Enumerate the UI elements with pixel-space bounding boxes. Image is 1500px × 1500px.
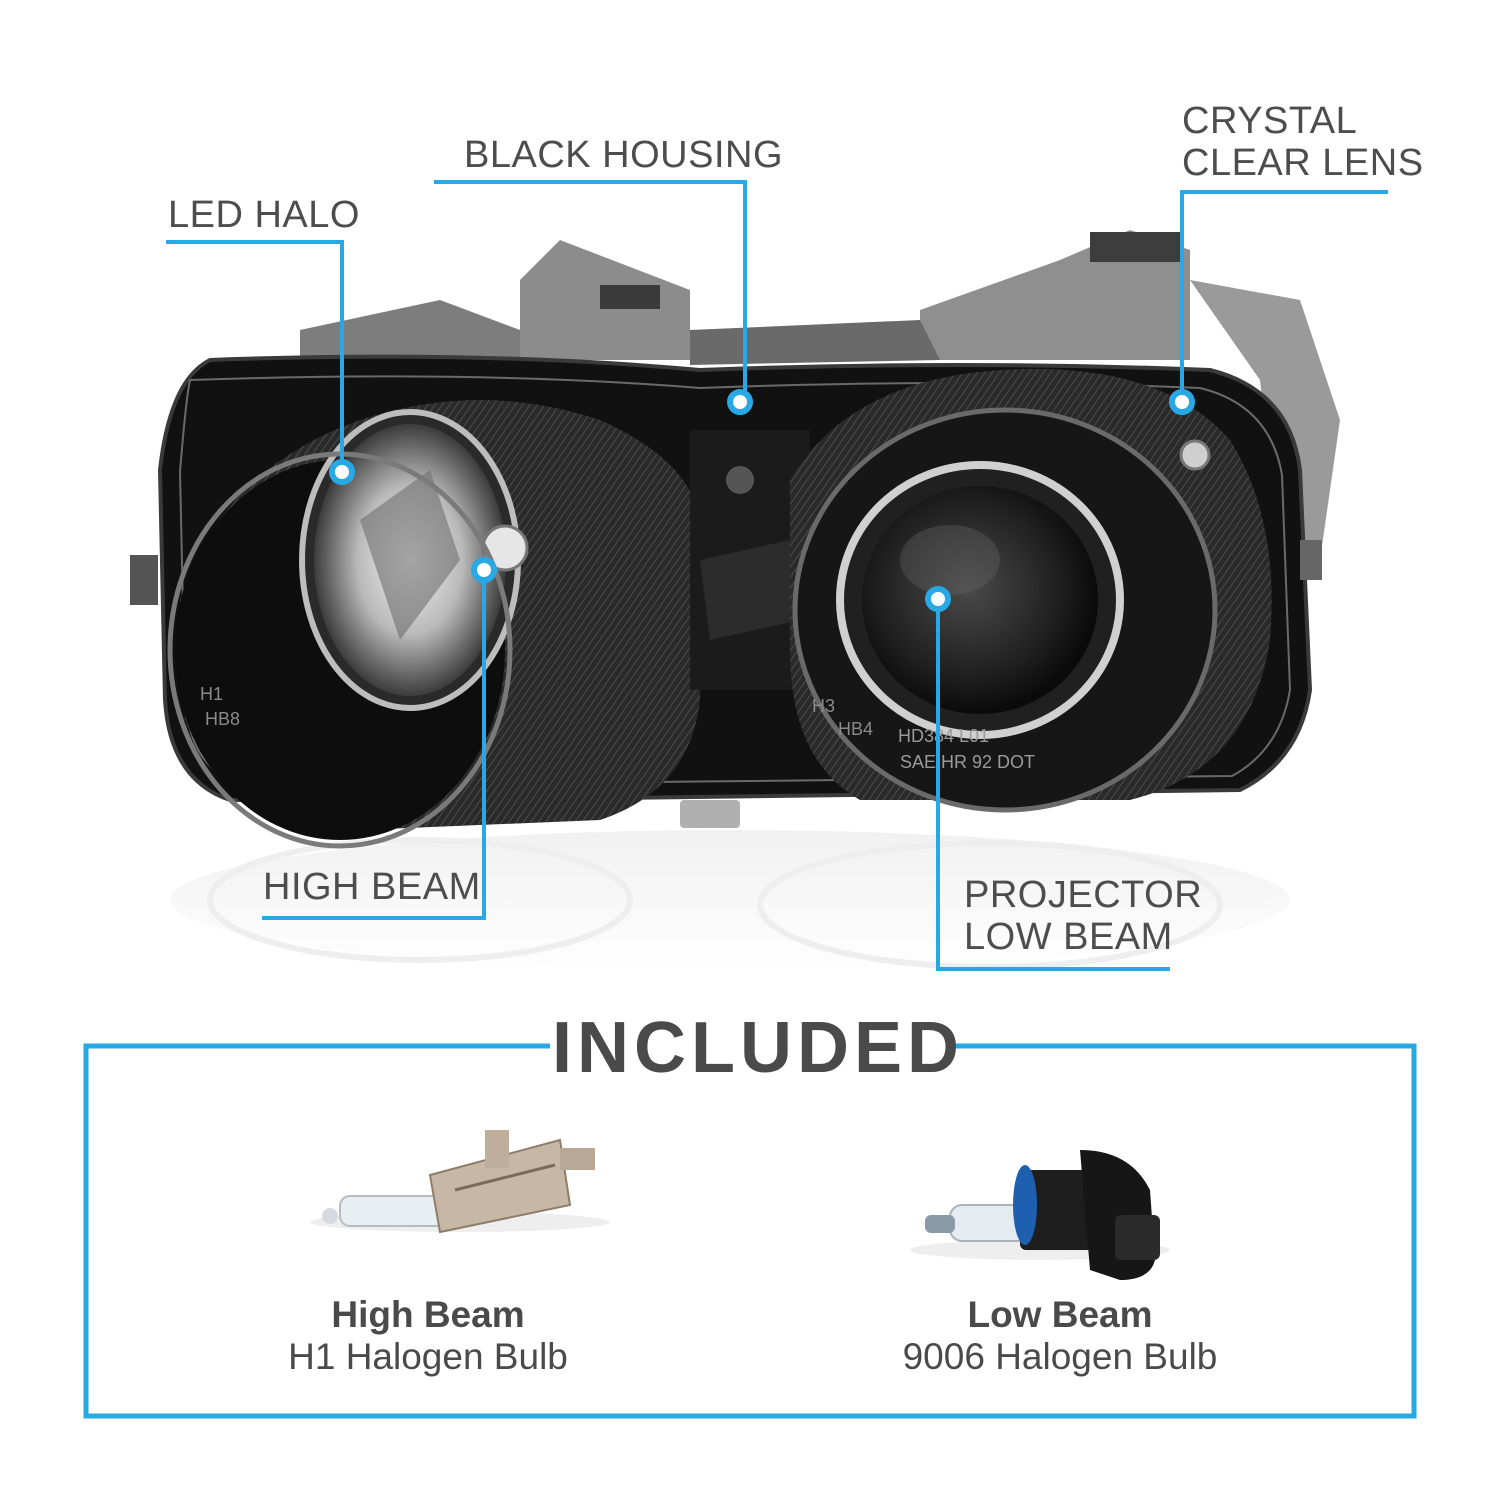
9006-bulb-icon bbox=[910, 1150, 1170, 1280]
led-halo-dot bbox=[329, 459, 355, 485]
high-beam-unit: H1 HB8 bbox=[167, 400, 700, 849]
included-item-title: High Beam bbox=[331, 1294, 525, 1335]
high-beam-dot bbox=[471, 557, 497, 583]
lens-marking-right-1: H3 bbox=[812, 696, 835, 716]
callout-dots bbox=[329, 389, 1195, 612]
crystal-lens-leader bbox=[1180, 190, 1388, 400]
led-halo-leader bbox=[166, 240, 344, 470]
included-item-subtitle: H1 Halogen Bulb bbox=[288, 1336, 568, 1377]
h1-bulb-icon bbox=[310, 1130, 610, 1234]
callout-projector-low-beam: PROJECTOR LOW BEAM bbox=[964, 874, 1202, 958]
crystal-lens-dot bbox=[1169, 389, 1195, 415]
projector-leader bbox=[936, 600, 1170, 971]
lens-marking-left-2: HB8 bbox=[205, 709, 240, 729]
projector-dot bbox=[925, 586, 951, 612]
callout-black-housing: BLACK HOUSING bbox=[464, 134, 784, 176]
lens-code-2: SAE HR 92 DOT bbox=[900, 752, 1035, 772]
lens-marking-left-1: H1 bbox=[200, 684, 223, 704]
included-item-high-beam: High Beam H1 Halogen Bulb bbox=[218, 1294, 638, 1378]
projector-low-beam-line-2: LOW BEAM bbox=[964, 916, 1173, 958]
lens-marking-right-2: HB4 bbox=[838, 719, 873, 739]
crystal-clear-lens-line-2: CLEAR LENS bbox=[1182, 142, 1424, 184]
lens-code-1: HD384 L01 bbox=[898, 726, 989, 746]
included-item-title: Low Beam bbox=[967, 1294, 1153, 1335]
included-item-subtitle: 9006 Halogen Bulb bbox=[902, 1336, 1218, 1377]
callout-lines bbox=[166, 180, 1388, 971]
crystal-clear-lens-line-1: CRYSTAL bbox=[1182, 100, 1358, 142]
black-housing-dot bbox=[727, 389, 753, 415]
high-beam-leader bbox=[262, 571, 486, 920]
callout-crystal-clear-lens: CRYSTAL CLEAR LENS bbox=[1182, 100, 1424, 184]
included-title: INCLUDED bbox=[552, 1008, 964, 1088]
callout-led-halo: LED HALO bbox=[168, 194, 360, 236]
included-frame bbox=[83, 1043, 1417, 1419]
projector-low-beam-line-1: PROJECTOR bbox=[964, 874, 1203, 916]
projector-unit: H3 HB4 HD384 L01 SAE HR 92 DOT bbox=[790, 368, 1272, 813]
black-housing-leader bbox=[434, 180, 747, 400]
included-item-low-beam: Low Beam 9006 Halogen Bulb bbox=[850, 1294, 1270, 1378]
mounting-brackets bbox=[300, 230, 1340, 560]
callout-high-beam: HIGH BEAM bbox=[263, 866, 481, 908]
